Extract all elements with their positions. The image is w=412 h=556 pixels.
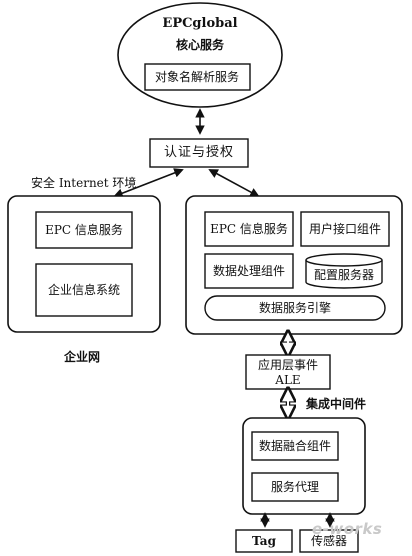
internet-right-arrow bbox=[208, 169, 260, 197]
internet-left-arrow bbox=[113, 168, 184, 198]
enterprise-caption: 企业网 bbox=[64, 350, 101, 364]
enterprise-eis-box bbox=[35, 263, 133, 317]
platform-epc-is-box bbox=[204, 211, 294, 247]
watermark-logo: e-works bbox=[312, 520, 383, 538]
data-engine-label: 数据服务引擎 bbox=[258, 301, 332, 315]
epcglobal-subtitle: 核心服务 bbox=[175, 38, 225, 52]
fusion-box bbox=[251, 431, 339, 461]
agent-label: 服务代理 bbox=[270, 480, 320, 494]
platform-epc-is-label: EPC 信息服务 bbox=[210, 222, 288, 236]
internet-label: 安全 Internet 环境 bbox=[31, 176, 137, 190]
auth-box bbox=[149, 138, 249, 168]
sensor-box bbox=[299, 529, 359, 553]
auth-label: 认证与授权 bbox=[163, 145, 235, 160]
ale-label-line2: ALE bbox=[275, 373, 301, 387]
ons-box bbox=[144, 63, 251, 91]
epcglobal-title: EPCglobal bbox=[162, 16, 238, 31]
data-processing-box bbox=[204, 253, 294, 289]
ui-component-box bbox=[300, 211, 390, 247]
data-processing-label: 数据处理组件 bbox=[212, 264, 286, 278]
ale-box bbox=[245, 354, 331, 390]
tag-label: Tag bbox=[252, 534, 276, 548]
ale-label-line1: 应用层事件 bbox=[257, 358, 319, 372]
enterprise-eis-label: 企业信息系统 bbox=[47, 283, 121, 297]
ons-label: 对象名解析服务 bbox=[154, 70, 240, 84]
enterprise-epc-is-box bbox=[35, 211, 133, 249]
fusion-label: 数据融合组件 bbox=[258, 439, 332, 453]
data-engine-box bbox=[204, 295, 386, 321]
tag-box bbox=[235, 529, 293, 553]
config-server-label: 配置服务器 bbox=[313, 268, 375, 282]
config-server-cylinder bbox=[305, 260, 383, 289]
enterprise-epc-is-label: EPC 信息服务 bbox=[45, 223, 123, 237]
sensor-label: 传感器 bbox=[310, 534, 348, 548]
agent-box bbox=[251, 472, 339, 502]
ui-component-label: 用户接口组件 bbox=[308, 222, 382, 236]
middleware-label: 集成中间件 bbox=[306, 397, 367, 411]
config-server-top bbox=[305, 253, 383, 267]
